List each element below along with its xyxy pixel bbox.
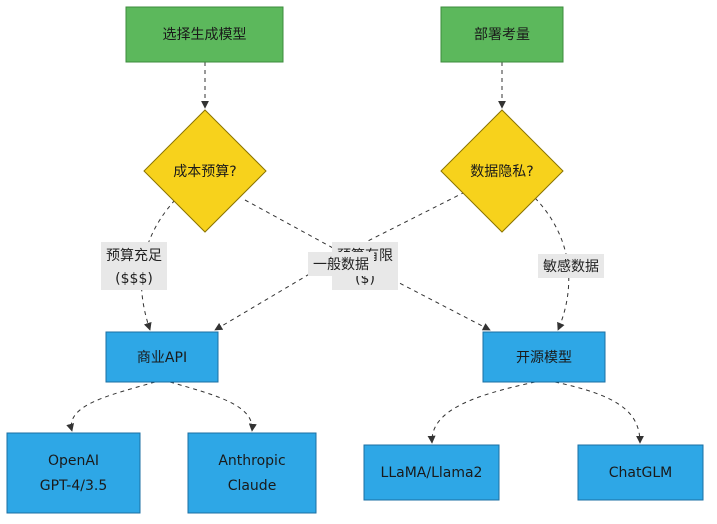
node-llama-label: LLaMA/Llama2 <box>381 465 483 481</box>
node-commercial-api[interactable]: 商业API <box>105 331 219 383</box>
node-openai-line1: OpenAI <box>48 453 99 469</box>
node-deployment[interactable]: 部署考量 <box>440 6 564 63</box>
decision-cost-budget-label: 成本预算? <box>173 164 236 180</box>
edge-commercial-to-anthropic <box>169 381 257 432</box>
node-open-source[interactable]: 开源模型 <box>482 331 606 383</box>
node-llama[interactable]: LLaMA/Llama2 <box>363 444 500 501</box>
node-openai-line2: GPT-4/3.5 <box>40 478 108 494</box>
node-deployment-label: 部署考量 <box>474 27 530 43</box>
edge-opensource-to-llama <box>427 381 536 444</box>
edge-label-general-data: 一般数据 <box>308 252 374 276</box>
node-choose-model[interactable]: 选择生成模型 <box>125 6 284 63</box>
edge-label-sensitive-data-text: 敏感数据 <box>543 258 599 275</box>
edge-label-budget-enough-line2: ($$$) <box>115 271 153 287</box>
edge-label-sensitive-data: 敏感数据 <box>538 254 604 278</box>
node-chatglm[interactable]: ChatGLM <box>577 444 704 501</box>
edge-label-general-data-text: 一般数据 <box>313 257 369 273</box>
edge-opensource-to-chatglm <box>554 381 644 444</box>
edge-cost-to-opensource <box>244 199 491 331</box>
node-anthropic-line2: Claude <box>228 478 277 494</box>
edge-commercial-to-openai <box>66 381 156 432</box>
decision-data-privacy[interactable]: 数据隐私? <box>440 109 564 233</box>
edge-label-budget-enough-line1: 预算充足 <box>106 248 162 264</box>
node-anthropic-line1: Anthropic <box>218 453 285 469</box>
node-commercial-api-label: 商业API <box>137 350 187 366</box>
node-chatglm-label: ChatGLM <box>609 465 672 481</box>
node-choose-model-label: 选择生成模型 <box>163 27 247 43</box>
decision-cost-budget[interactable]: 成本预算? <box>143 109 267 233</box>
node-anthropic[interactable]: Anthropic Claude <box>187 432 317 514</box>
node-open-source-label: 开源模型 <box>516 350 572 366</box>
decision-data-privacy-label: 数据隐私? <box>470 164 533 180</box>
node-openai[interactable]: OpenAI GPT-4/3.5 <box>6 432 141 514</box>
edge-label-budget-enough: 预算充足 ($$$) <box>101 242 167 290</box>
